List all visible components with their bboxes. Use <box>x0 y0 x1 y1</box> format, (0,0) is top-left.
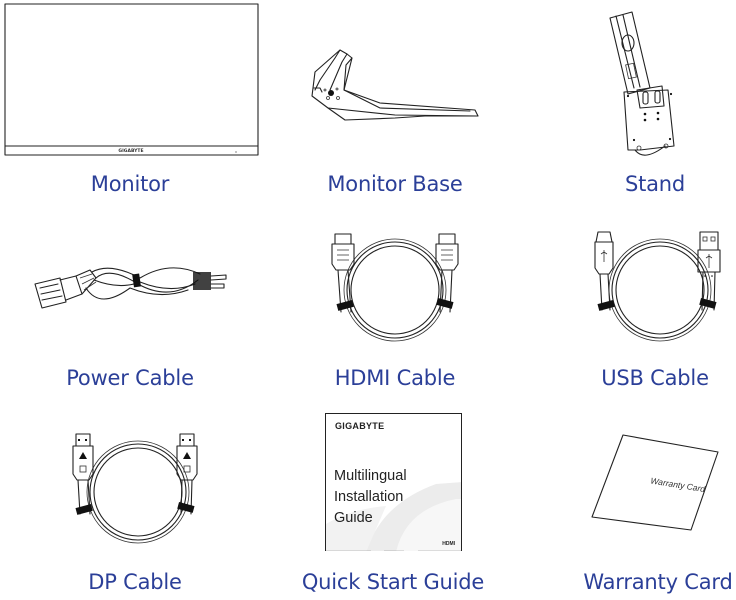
hdmi-logo: HDMI <box>442 541 455 547</box>
power-cable-icon <box>34 267 227 309</box>
item-label: Monitor Base <box>327 172 463 196</box>
booklet-brand: GIGABYTE <box>335 421 385 431</box>
item-label: HDMI Cable <box>334 366 456 390</box>
item-label: USB Cable <box>601 366 709 390</box>
stand-icon <box>609 11 675 156</box>
item-label: Stand <box>624 172 686 196</box>
item-label: DP Cable <box>88 570 182 594</box>
item-label: Warranty Card <box>583 570 733 594</box>
warranty-card-text: Warranty Card <box>650 476 706 495</box>
booklet-title-line: Installation <box>334 489 404 505</box>
monitor-icon: GIGABYTE <box>4 3 259 156</box>
dp-cable-icon <box>72 433 198 544</box>
guide-booklet-icon: GIGABYTE Multilingual Installation Guide… <box>325 413 462 551</box>
usb-cable-icon <box>594 231 721 342</box>
item-label: Quick Start Guide <box>301 570 485 594</box>
monitor-base-icon <box>311 49 479 121</box>
warranty-card-icon: Warranty Card <box>591 434 719 531</box>
monitor-brand-text: GIGABYTE <box>118 148 143 154</box>
hdmi-cable-icon <box>331 233 459 342</box>
item-label: Power Cable <box>66 366 194 390</box>
booklet-title-line: Multilingual <box>334 468 407 484</box>
item-label: Monitor <box>90 172 170 196</box>
booklet-title-line: Guide <box>334 510 373 526</box>
